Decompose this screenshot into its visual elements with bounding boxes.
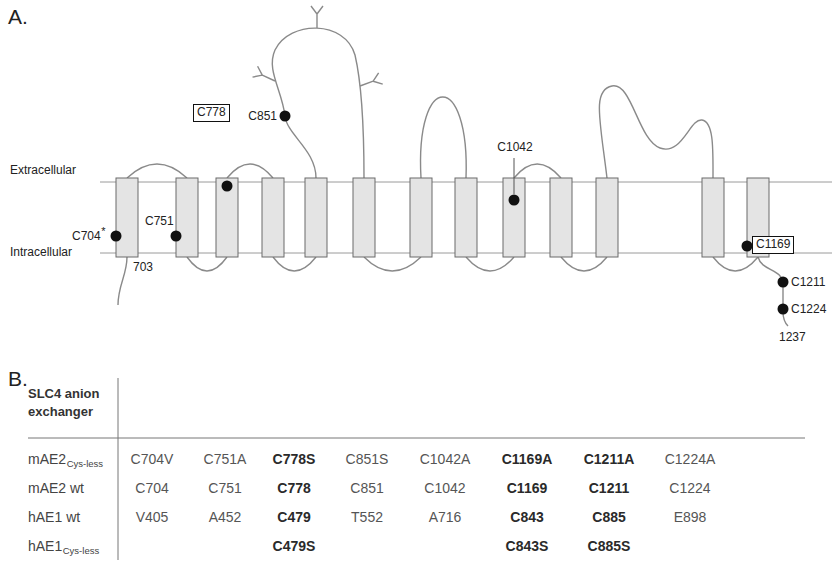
helices — [116, 178, 769, 257]
residue-number: 1237 — [779, 330, 806, 344]
table-cell: C479S — [273, 538, 316, 555]
table-cell: C1042 — [424, 480, 465, 497]
residue-label: C778 — [197, 105, 226, 119]
loop — [273, 257, 316, 271]
helix — [353, 178, 375, 257]
c-terminus — [758, 257, 788, 326]
helix — [116, 178, 138, 257]
helix — [305, 178, 327, 257]
table-cell: C704 — [135, 480, 168, 497]
n-terminus — [118, 257, 127, 305]
table-cell: C778 — [277, 480, 310, 497]
helix — [262, 178, 284, 257]
loop — [466, 257, 514, 271]
helix — [455, 178, 477, 257]
table-cell: A716 — [429, 509, 462, 526]
cysteine-dot — [171, 231, 182, 242]
cysteine-dot — [778, 277, 789, 288]
table-cell: C843S — [506, 538, 549, 555]
glycan-symbol — [311, 6, 323, 28]
panel-letter: B. — [8, 366, 28, 391]
table-cell: E898 — [674, 509, 707, 526]
table-cell: C479 — [277, 509, 310, 526]
table-cell: C885 — [592, 509, 625, 526]
table-rule — [118, 378, 119, 560]
membrane-side-label: Intracellular — [10, 245, 72, 259]
loop — [364, 257, 421, 271]
table-header: SLC4 anion exchanger — [28, 385, 114, 420]
loop — [421, 97, 467, 178]
table-cell: C885S — [588, 538, 631, 555]
membrane-side-label: Extracellular — [10, 163, 76, 177]
asterisk-mark: * — [101, 225, 105, 238]
loops — [118, 28, 788, 326]
residue-label: C1169 — [756, 237, 790, 251]
boxed-residue-label: C778 — [193, 104, 230, 122]
table-cell: C1224A — [665, 451, 716, 468]
helix — [410, 178, 432, 257]
loop — [187, 257, 227, 271]
table-cell: A452 — [209, 509, 242, 526]
table-rule — [28, 438, 805, 439]
cysteine-dot — [280, 111, 291, 122]
glycosylated-loop — [272, 28, 364, 178]
table-cell: C704V — [131, 451, 174, 468]
residue-label: C1211 — [791, 275, 825, 289]
residue-label: C704 — [72, 229, 101, 243]
row-label: mAE2 — [28, 451, 66, 468]
table-cell: C1211 — [589, 480, 629, 497]
table-cell: C1224 — [669, 480, 710, 497]
cysteine-dots — [111, 111, 789, 315]
table-cell: C1169A — [502, 451, 553, 468]
cysteine-dot — [509, 195, 520, 206]
cysteine-dot — [778, 304, 789, 315]
table-cell: C851S — [346, 451, 389, 468]
row-label-subscript: Cys-less — [67, 458, 103, 469]
cysteine-dot — [111, 231, 122, 242]
glycosylation — [253, 6, 383, 92]
loop — [561, 257, 607, 271]
residue-number: 703 — [133, 260, 153, 274]
residue-label: C851 — [248, 109, 277, 123]
table-cell: C843 — [510, 509, 543, 526]
helix — [216, 178, 238, 257]
cysteine-dot — [222, 181, 233, 192]
table-cell: C751 — [208, 480, 241, 497]
table-cell: V405 — [136, 509, 169, 526]
glycan-symbol — [253, 66, 278, 86]
table-cell: C851 — [350, 480, 383, 497]
helix — [176, 178, 198, 257]
loop — [227, 164, 273, 178]
boxed-residue-label: C1169 — [752, 236, 794, 254]
row-label: mAE2 wt — [28, 480, 84, 497]
table-cell: C1211A — [584, 451, 635, 468]
helix — [702, 178, 724, 257]
residue-label: C1042 — [497, 140, 532, 154]
glycan-symbol — [358, 73, 383, 92]
table-cell: C1169 — [507, 480, 547, 497]
loop — [599, 86, 713, 178]
helix — [550, 178, 572, 257]
helix — [596, 178, 618, 257]
residue-label: C1224 — [791, 302, 826, 316]
leader-line — [514, 158, 515, 194]
cysteine-dot — [742, 241, 753, 252]
residue-label: C751 — [145, 214, 174, 228]
table-cell: C751A — [204, 451, 247, 468]
row-label-subscript: Cys-less — [63, 545, 99, 556]
table-rules — [28, 378, 805, 560]
loop — [514, 164, 561, 178]
loop — [127, 164, 187, 178]
table-cell: T552 — [351, 509, 383, 526]
row-label: hAE1 wt — [28, 509, 80, 526]
panel-letter: A. — [8, 4, 28, 29]
loop — [713, 257, 758, 271]
row-label: hAE1 — [28, 538, 62, 555]
table-cell: C778S — [273, 451, 316, 468]
table-cell: C1042A — [420, 451, 471, 468]
